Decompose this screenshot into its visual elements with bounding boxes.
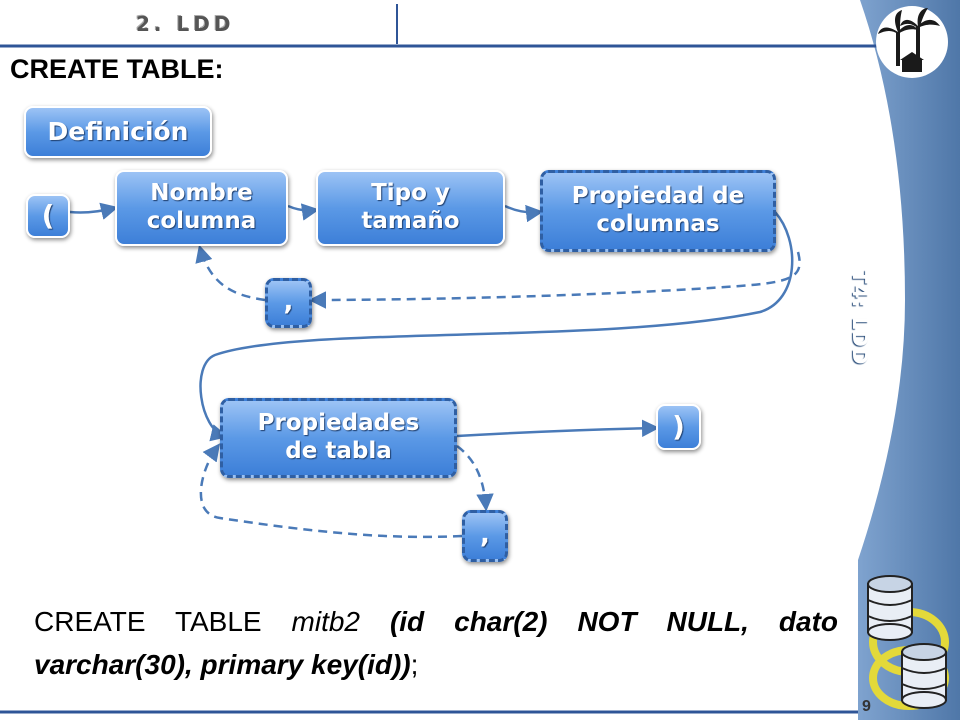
close-paren-box: ): [656, 404, 701, 450]
page-number: 9: [862, 698, 871, 715]
palm-logo-icon: [876, 6, 948, 78]
definition-box: Definición: [24, 106, 212, 158]
sql-keyword: CREATE TABLE: [34, 606, 292, 637]
arrow-type-to-props: [504, 204, 544, 223]
loop-table-to-comma: [456, 444, 494, 512]
loop-props-to-comma: [308, 251, 801, 309]
arrow-paren-to-name: [69, 202, 119, 220]
section-tab: 2. LDD: [108, 4, 398, 44]
sql-table-name: mitb2: [291, 606, 360, 637]
table-properties-box: Propiedades de tabla: [220, 398, 457, 478]
column-name-box: Nombre columna: [115, 170, 288, 246]
comma-table-box: ,: [462, 510, 508, 562]
sidebar-shape: [858, 0, 960, 720]
sql-example: CREATE TABLE mitb2 (id char(2) NOT NULL,…: [34, 600, 838, 686]
arrow-name-to-type: [287, 203, 320, 221]
arrow-props-to-table: [199, 211, 794, 442]
flow-connectors: [69, 202, 801, 539]
slide-heading: CREATE TABLE:: [10, 54, 224, 84]
database-icon: [867, 575, 949, 710]
arrow-table-to-close: [456, 419, 660, 438]
sql-terminator: ;: [410, 649, 419, 680]
loop-comma-to-name: [195, 244, 266, 302]
open-paren-box: (: [26, 194, 70, 238]
section-title: 2. LDD: [136, 12, 235, 36]
column-properties-box: Propiedad de columnas: [540, 170, 776, 252]
comma-columns-box: ,: [265, 278, 312, 328]
sql-column-definitions: (id char(2) NOT NULL, dato varchar(30), …: [34, 606, 838, 680]
type-size-box: Tipo y tamaño: [316, 170, 505, 246]
loop-comma-to-table: [199, 443, 463, 539]
